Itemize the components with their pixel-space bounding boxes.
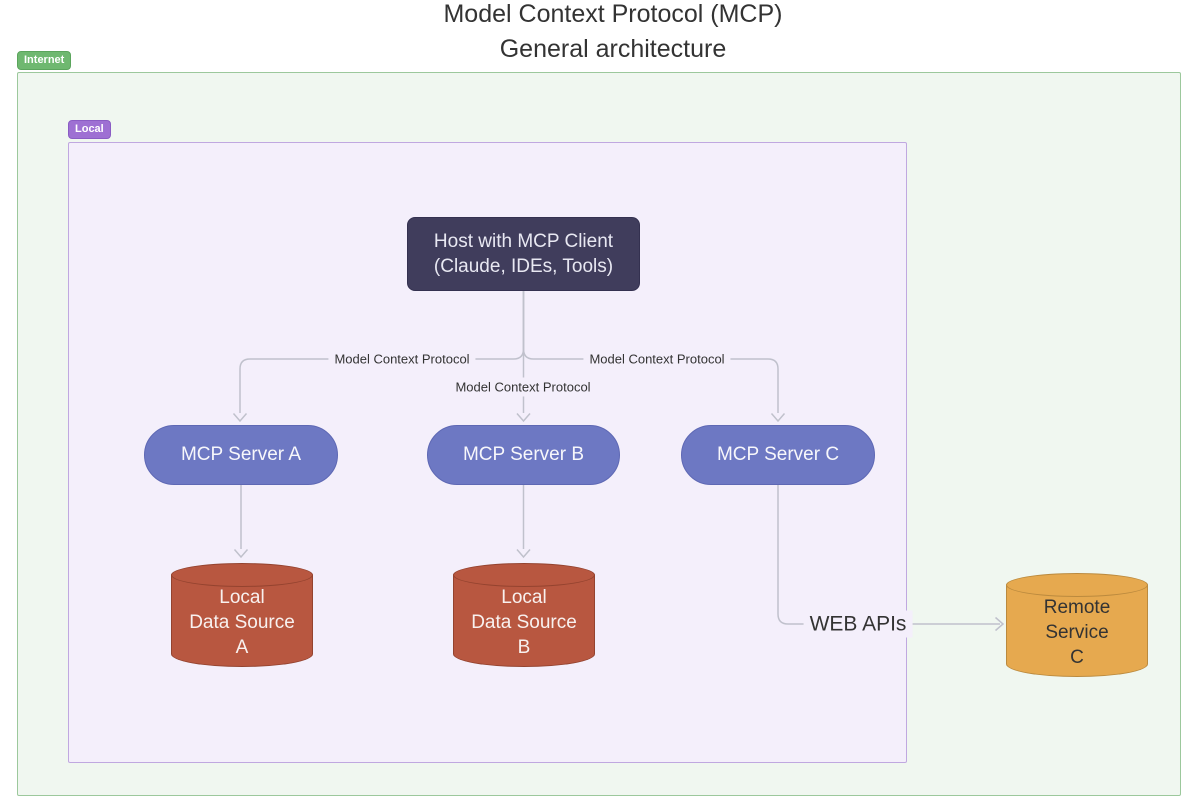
cylinder-body	[171, 575, 313, 667]
source-b-line3: B	[517, 637, 531, 658]
edge-label-web-apis: WEB APIs	[803, 610, 913, 638]
source-a-line3: A	[235, 637, 249, 658]
cluster-local-badge: Local	[68, 120, 111, 139]
node-host-line1: Host with MCP Client	[433, 231, 614, 252]
diagram-title-line2: General architecture	[499, 35, 727, 63]
diagram-title: Model Context Protocol (MCP) General arc…	[0, 0, 1200, 67]
edge-label-host-server-a: Model Context Protocol	[328, 349, 476, 369]
node-host-mcp-client: Host with MCP Client (Claude, IDEs, Tool…	[407, 217, 640, 291]
edge-label-host-server-b: Model Context Protocol	[449, 377, 597, 397]
node-remote-service-c: Remote Service C	[1006, 573, 1148, 677]
node-local-data-source-a: Local Data Source A	[171, 563, 313, 667]
source-a-line1: Local	[219, 587, 265, 608]
source-b-line2: Data Source	[471, 612, 577, 633]
node-mcp-server-b: MCP Server B	[427, 425, 620, 485]
node-local-data-source-b: Local Data Source B	[453, 563, 595, 667]
cylinder-top	[1006, 573, 1148, 597]
cluster-internet-badge: Internet	[17, 51, 72, 70]
remote-c-line2: Service	[1045, 622, 1109, 643]
node-host-line2: (Claude, IDEs, Tools)	[433, 256, 614, 277]
node-local-data-source-a-label: Local Data Source A	[171, 585, 313, 660]
diagram-title-line1: Model Context Protocol (MCP)	[443, 0, 783, 28]
node-local-data-source-b-label: Local Data Source B	[453, 585, 595, 660]
cylinder-body	[453, 575, 595, 667]
node-mcp-server-c: MCP Server C	[681, 425, 875, 485]
remote-c-line1: Remote	[1043, 597, 1111, 618]
cylinder-top	[171, 563, 313, 587]
node-remote-service-c-label: Remote Service C	[1006, 595, 1148, 670]
source-b-line1: Local	[501, 587, 547, 608]
remote-c-line3: C	[1070, 647, 1084, 668]
node-mcp-server-a: MCP Server A	[144, 425, 338, 485]
cylinder-top	[453, 563, 595, 587]
edge-label-host-server-c: Model Context Protocol	[583, 349, 731, 369]
cylinder-body	[1006, 585, 1148, 677]
source-a-line2: Data Source	[189, 612, 295, 633]
